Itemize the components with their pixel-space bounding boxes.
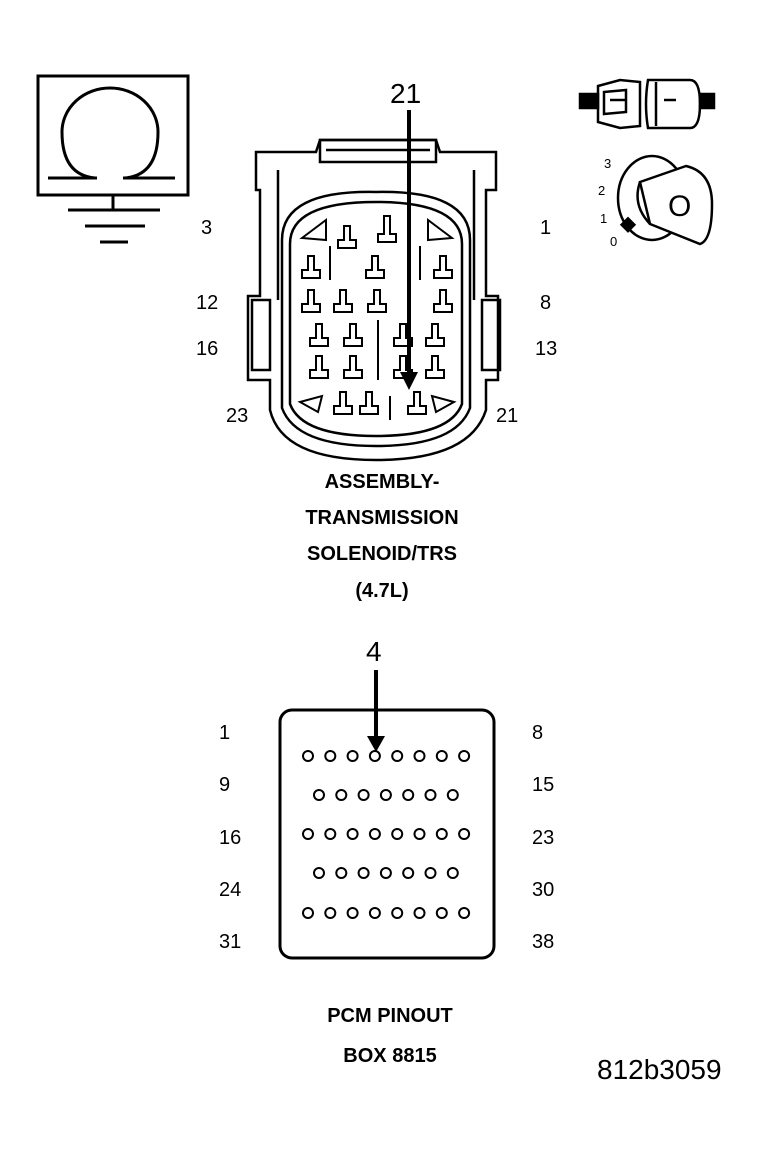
pcm-row-4-left: 24: [219, 879, 242, 901]
pcm-pin-27: [379, 867, 392, 879]
pcm-pin-25: [335, 867, 348, 879]
pcm-pin-13: [402, 789, 415, 801]
key-label: O: [668, 190, 692, 223]
pcm-pin-4: [368, 750, 381, 762]
pcm-pin-12: [379, 789, 392, 801]
pcm-pin-24: [313, 867, 325, 879]
pin-label-23: 23: [226, 405, 249, 427]
solenoid-connector-face: [246, 138, 502, 462]
pcm-row-2-right: 15: [532, 774, 555, 796]
pcm-pin-7: [435, 750, 448, 762]
pcm-pin-26: [357, 867, 370, 879]
pcm-pin-21: [413, 828, 426, 840]
pcm-pinout-box: [278, 708, 496, 960]
pcm-pin-28: [402, 867, 415, 879]
pcm-pin-5: [391, 750, 404, 762]
pcm-row-5-left: 31: [219, 931, 242, 953]
pcm-pin-3: [346, 750, 359, 762]
pcm-pin-38: [458, 907, 471, 919]
pcm-pin-18: [346, 828, 359, 840]
pcm-pin-35: [391, 907, 404, 919]
connector-callout-label: 21: [390, 78, 422, 109]
pcm-pin-1: [302, 750, 314, 762]
connector-title-line-4: (4.7L): [355, 580, 409, 602]
pcm-row-3-left: 16: [219, 827, 242, 849]
pcm-pin-holes: [302, 750, 471, 919]
pcm-row-2-left: 9: [219, 774, 231, 796]
pcm-pin-8: [458, 750, 471, 762]
figure-id: 812b3059: [597, 1054, 722, 1085]
disconnected-connector-icon: [578, 78, 716, 130]
pcm-pin-14: [424, 789, 437, 801]
pcm-row-1-right: 8: [532, 722, 544, 744]
pcm-row-5-right: 38: [532, 931, 555, 953]
pcm-pin-11: [357, 789, 370, 801]
pcm-pin-34: [368, 907, 381, 919]
pcm-title-line-2: BOX 8815: [343, 1045, 437, 1067]
pcm-pin-15: [446, 789, 459, 801]
pin-label-16: 16: [196, 338, 219, 360]
pcm-pin-37: [435, 907, 448, 919]
connector-title-line-2: TRANSMISSION: [305, 507, 459, 529]
pcm-pin-9: [313, 789, 325, 801]
pin-label-12: 12: [196, 292, 219, 314]
pcm-callout-arrow: [367, 670, 385, 752]
pcm-title-line-1: PCM PINOUT: [327, 1005, 453, 1027]
pcm-callout-label: 4: [366, 636, 382, 667]
key-position-2: 2: [598, 183, 606, 198]
pcm-pin-20: [391, 828, 404, 840]
connector-callout-arrow: [400, 110, 418, 390]
pin-label-1: 1: [540, 217, 552, 239]
ohmmeter-ground-icon: [36, 74, 190, 244]
pcm-pin-32: [324, 907, 337, 919]
pcm-pin-36: [413, 907, 426, 919]
pcm-pin-19: [368, 828, 381, 840]
key-position-0: 0: [610, 234, 618, 249]
pin-label-13: 13: [535, 338, 558, 360]
pcm-pin-17: [324, 828, 337, 840]
pcm-pin-22: [435, 828, 448, 840]
pcm-row-3-right: 23: [532, 827, 555, 849]
pin-label-8: 8: [540, 292, 552, 314]
pin-label-3: 3: [201, 217, 213, 239]
pcm-pin-33: [346, 907, 359, 919]
pcm-pin-30: [446, 867, 459, 879]
pcm-row-4-right: 30: [532, 879, 555, 901]
pcm-pin-23: [458, 828, 471, 840]
pcm-pin-31: [302, 907, 314, 919]
pcm-pin-10: [335, 789, 348, 801]
key-position-1: 1: [600, 211, 608, 226]
connector-title-line-3: SOLENOID/TRS: [306, 543, 457, 565]
connector-title-line-1: ASSEMBLY-: [324, 471, 440, 493]
pcm-row-1-left: 1: [219, 722, 231, 744]
key-position-3: 3: [604, 156, 612, 171]
pcm-pin-29: [424, 867, 437, 879]
pcm-pin-6: [413, 750, 426, 762]
ignition-key-icon: [616, 154, 714, 246]
pin-label-21: 21: [496, 405, 519, 427]
pcm-pin-16: [302, 828, 314, 840]
pcm-pin-2: [324, 750, 337, 762]
